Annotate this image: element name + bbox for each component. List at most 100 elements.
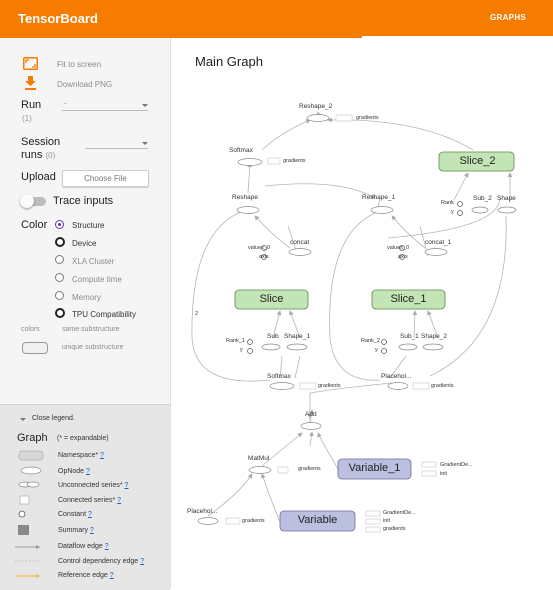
node-concat: [288, 248, 312, 256]
legend-item-summary: Summary ?: [58, 527, 94, 534]
node-values-0: [261, 245, 267, 251]
label-gradients-4: gradients: [431, 383, 454, 389]
label-gradient-de-1: GradientDe...: [440, 462, 473, 468]
color-radio-xla-cluster[interactable]: [55, 255, 64, 264]
label-rank: Rank: [441, 200, 454, 206]
label-variable: Variable: [297, 514, 338, 526]
node-sub-2: [471, 206, 489, 214]
chevron-down-icon: [142, 142, 148, 145]
download-png-button[interactable]: Download PNG: [57, 80, 113, 89]
node-y-1: [247, 348, 253, 354]
color-option-compute-time: Compute time: [72, 275, 122, 284]
label-gradients-3: gradients: [318, 383, 341, 389]
color-option-xla-cluster: XLA Cluster: [72, 257, 115, 266]
label-sub-2: Sub_2: [473, 195, 492, 202]
legend-item-reference-edge: Reference edge ?: [58, 572, 114, 579]
label-axis-b: axis: [398, 254, 408, 260]
node-concat-1: [424, 248, 448, 256]
node-reshape-2: [306, 114, 330, 122]
color-radio-memory[interactable]: [55, 291, 64, 300]
fit-screen-icon[interactable]: [23, 57, 38, 70]
chevron-down-icon[interactable]: [20, 418, 26, 421]
same-substructure-label: same substructure: [62, 326, 120, 333]
tab-underline: [362, 36, 553, 38]
node-reshape-1: [370, 206, 394, 214]
legend-item-connected-series: Connected series* ?: [58, 497, 122, 504]
trace-inputs-label: Trace inputs: [53, 195, 114, 207]
label-shape-1: Shape_1: [284, 333, 311, 340]
label-placeholder-mid: Placehol...: [381, 373, 412, 380]
node-axis-b: [399, 254, 405, 260]
label-axis: axis: [259, 254, 269, 260]
color-radio-device[interactable]: [55, 237, 65, 247]
label-slice-1: Slice_1: [390, 293, 427, 305]
label-shape: Shape: [497, 195, 516, 202]
label-slice-2: Slice_2: [459, 155, 496, 167]
legend-item-constant: Constant ?: [58, 511, 92, 518]
color-option-tpu-compatibility: TPU Compatibility: [72, 310, 137, 319]
color-option-memory: Memory: [72, 293, 101, 302]
node-reshape: [236, 206, 260, 214]
label-gradients-7: gradients: [383, 526, 406, 532]
connected-series-icon: [19, 495, 30, 505]
label-softmax-mid: Softmax: [267, 373, 291, 380]
legend-item-unconnected-series: Unconnected series* ?: [58, 482, 129, 489]
summary-icon: [18, 525, 29, 535]
label-reshape: Reshape: [232, 194, 259, 201]
legend-item-control-dependency-edge: Control dependency edge ?: [58, 558, 145, 565]
label-slice: Slice: [259, 293, 284, 305]
fit-to-screen-button[interactable]: Fit to screen: [57, 60, 102, 69]
session-runs-select[interactable]: [85, 140, 148, 149]
upload-label: Upload: [21, 171, 56, 183]
label-softmax-top: Softmax: [229, 147, 253, 154]
label-values-0: values_0: [248, 245, 271, 251]
choose-file-button[interactable]: Choose File: [62, 170, 149, 187]
toggle-knob[interactable]: [20, 194, 34, 208]
node-y-2: [381, 348, 387, 354]
opnode-symbol-icon: [20, 466, 42, 475]
run-select[interactable]: .: [62, 97, 148, 111]
label-y-1: y: [240, 347, 243, 353]
label-gradients-2: gradients: [283, 158, 306, 164]
trace-inputs-toggle[interactable]: [24, 197, 46, 206]
node-sub: [261, 343, 281, 351]
node-shape: [497, 206, 517, 214]
color-radio-tpu-compatibility[interactable]: [55, 308, 65, 318]
tab-graphs[interactable]: GRAPHS: [490, 13, 527, 22]
color-radio-structure[interactable]: [55, 220, 64, 229]
close-legend-button[interactable]: Close legend.: [32, 415, 75, 422]
label-rank-2: Rank_2: [361, 338, 380, 344]
label-concat-1: concat_1: [425, 239, 452, 246]
top-app-bar: [0, 0, 553, 38]
session-runs-label: Session: [21, 136, 61, 148]
legend-item-namespace: Namespace* ?: [58, 452, 104, 459]
chevron-down-icon: [142, 104, 148, 107]
label-variable-1: Variable_1: [348, 462, 401, 474]
node-placeholder-mid: [387, 382, 409, 390]
label-y-2: y: [375, 347, 378, 353]
node-matmul: [248, 466, 272, 474]
namespace-symbol-icon: [18, 450, 44, 461]
node-slice-2: [438, 151, 515, 172]
label-y: y: [451, 209, 454, 215]
legend-graph-label: Graph: [17, 432, 48, 444]
label-placeholder-bot: Placehol...: [187, 508, 218, 515]
label-gradient-de-2: GradientDe...: [383, 510, 416, 516]
label-values-0b: values_0: [387, 245, 410, 251]
graph-canvas[interactable]: [170, 38, 553, 589]
label-sub: Sub: [267, 333, 279, 340]
run-label: Run: [21, 99, 42, 111]
download-icon[interactable]: [25, 76, 36, 90]
node-placeholder-bot: [197, 517, 219, 525]
node-add: [300, 422, 322, 430]
run-count: (1): [22, 114, 32, 123]
color-radio-compute-time[interactable]: [55, 273, 64, 282]
main-graph-title: Main Graph: [195, 54, 263, 69]
label-gradients-6: gradients: [242, 518, 265, 524]
node-rank-1: [247, 339, 253, 345]
label-shape-2: Shape_2: [421, 333, 448, 340]
node-shape-2: [422, 343, 444, 351]
node-shape-1: [286, 343, 308, 351]
constant-symbol-icon: [18, 510, 26, 518]
color-option-structure: Structure: [72, 221, 105, 230]
